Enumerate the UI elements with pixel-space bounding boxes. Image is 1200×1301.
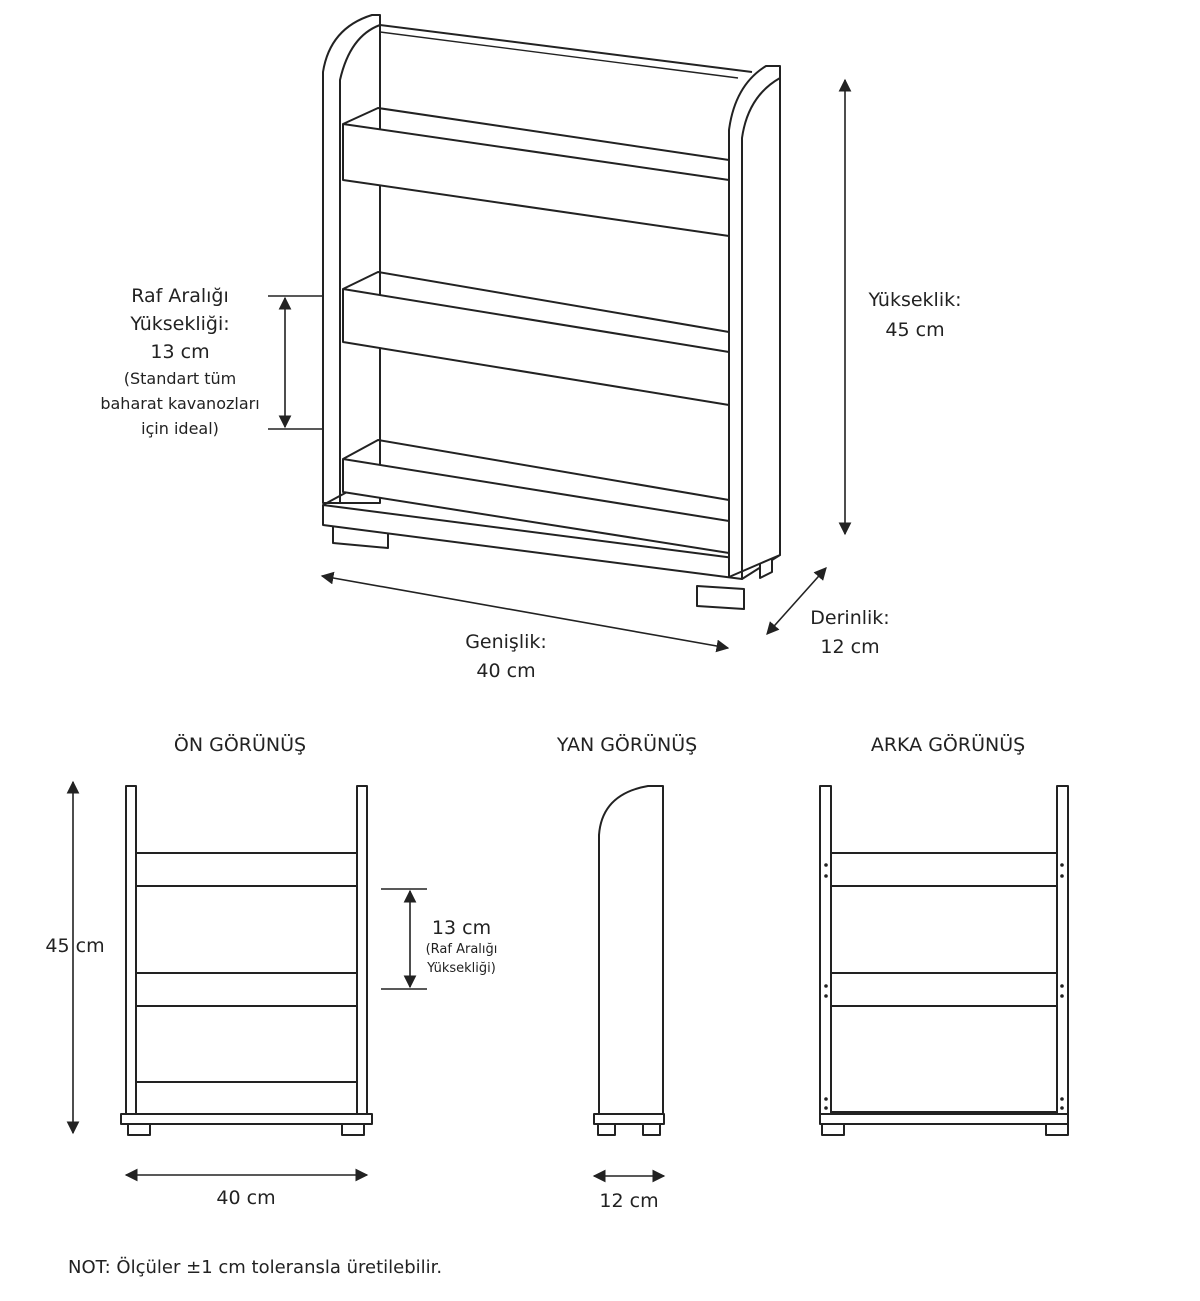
back-view-drawing bbox=[819, 785, 1069, 1136]
back-screw bbox=[824, 1097, 828, 1101]
iso-spacing-note-1: (Standart tüm bbox=[123, 369, 237, 388]
back-screw bbox=[824, 1106, 828, 1110]
back-screw bbox=[1060, 1106, 1064, 1110]
front-shelf-2 bbox=[135, 972, 358, 1007]
back-screw bbox=[824, 874, 828, 878]
back-screw bbox=[1060, 863, 1064, 867]
front-shelf-3 bbox=[135, 1081, 358, 1115]
iso-back-top-inner bbox=[379, 31, 739, 79]
iso-spacing-value: 13 cm bbox=[150, 341, 210, 363]
iso-height-value: 45 cm bbox=[885, 319, 945, 341]
iso-depth-label: Derinlik: bbox=[810, 607, 890, 629]
iso-right-side-thickness bbox=[741, 77, 781, 577]
iso-shelf-1-front bbox=[342, 123, 730, 237]
side-view-drawing bbox=[593, 785, 665, 1136]
back-screw bbox=[1060, 994, 1064, 998]
iso-width-value: 40 cm bbox=[476, 660, 536, 682]
front-base bbox=[120, 1113, 373, 1125]
tolerance-note: NOT: Ölçüler ±1 cm toleransla üretilebil… bbox=[68, 1257, 443, 1278]
back-base bbox=[819, 1113, 1069, 1125]
isometric-shelf bbox=[322, 14, 781, 610]
iso-depth-value: 12 cm bbox=[820, 636, 880, 658]
iso-spacing-label-2: Yüksekliği: bbox=[130, 313, 230, 335]
iso-shelf-3-top bbox=[342, 439, 730, 501]
iso-height-label: Yükseklik: bbox=[868, 289, 962, 311]
side-base bbox=[593, 1113, 665, 1125]
back-foot-left bbox=[821, 1123, 845, 1136]
side-foot-left bbox=[597, 1123, 616, 1136]
side-depth-label: 12 cm bbox=[599, 1190, 659, 1212]
back-screw bbox=[824, 994, 828, 998]
front-view-title: ÖN GÖRÜNÜŞ bbox=[173, 734, 307, 756]
front-right-panel bbox=[356, 785, 368, 1115]
back-screw bbox=[1060, 874, 1064, 878]
front-view-drawing bbox=[120, 785, 373, 1136]
iso-width-dimension bbox=[320, 571, 730, 653]
back-foot-right bbox=[1045, 1123, 1069, 1136]
back-screw bbox=[824, 984, 828, 988]
front-spacing-note-1: (Raf Aralığı bbox=[425, 942, 498, 957]
back-view-title: ARKA GÖRÜNÜŞ bbox=[870, 734, 1026, 756]
iso-spacing-label-1: Raf Aralığı bbox=[131, 285, 229, 307]
back-screw bbox=[824, 863, 828, 867]
back-screw bbox=[1060, 1097, 1064, 1101]
front-spacing-note-2: Yüksekliği) bbox=[427, 961, 496, 976]
back-screw bbox=[1060, 984, 1064, 988]
side-panel bbox=[598, 785, 664, 1115]
front-foot-left bbox=[127, 1123, 151, 1136]
iso-left-side-panel bbox=[322, 14, 381, 504]
side-foot-right bbox=[642, 1123, 661, 1136]
front-spacing-value: 13 cm bbox=[431, 917, 492, 939]
back-shelf-2 bbox=[830, 972, 1058, 1007]
iso-spacing-note-2: baharat kavanozları bbox=[100, 394, 260, 413]
iso-shelf-1-top bbox=[342, 107, 730, 161]
iso-left-side-thickness bbox=[339, 24, 381, 503]
iso-depth-dimension bbox=[766, 567, 827, 635]
side-view-title: YAN GÖRÜNÜŞ bbox=[556, 734, 698, 756]
front-height-label: 45 cm bbox=[45, 935, 105, 957]
back-shelf-1 bbox=[830, 852, 1058, 887]
back-left-panel bbox=[819, 785, 832, 1115]
iso-shelf-2-top bbox=[342, 271, 730, 333]
front-shelf-1 bbox=[135, 852, 358, 887]
iso-spacing-note-3: için ideal) bbox=[141, 419, 219, 438]
front-foot-right bbox=[341, 1123, 365, 1136]
iso-right-side-panel bbox=[728, 65, 781, 578]
front-width-label: 40 cm bbox=[216, 1187, 276, 1209]
iso-width-label: Genişlik: bbox=[465, 631, 547, 653]
back-right-panel bbox=[1056, 785, 1069, 1115]
iso-shelf-2-front bbox=[342, 288, 730, 406]
iso-foot-front bbox=[696, 585, 745, 610]
iso-back-top-edge bbox=[379, 24, 753, 73]
front-left-panel bbox=[125, 785, 137, 1115]
